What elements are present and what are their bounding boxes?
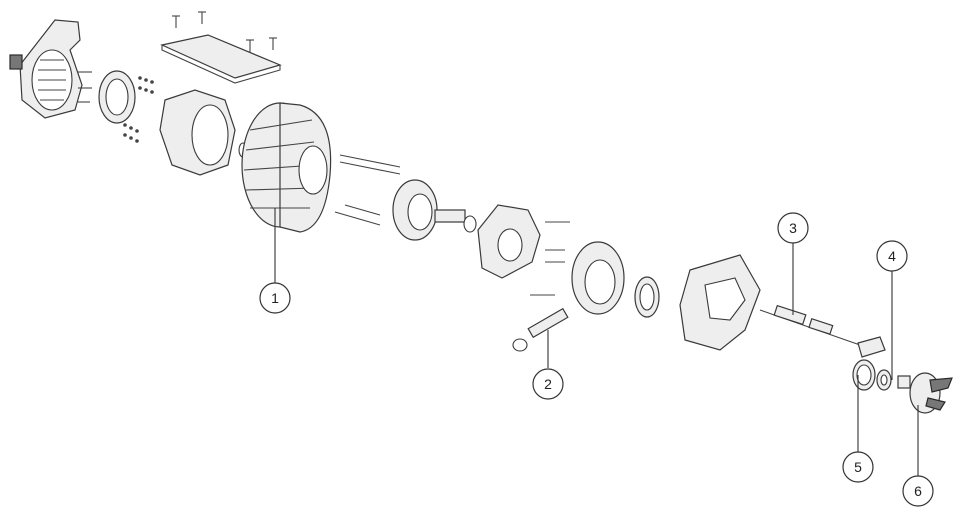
small-gasket (857, 336, 886, 358)
left-screws (78, 71, 92, 103)
right-housing (679, 254, 761, 351)
washer (876, 369, 892, 391)
callout-3: 3 (777, 212, 809, 244)
callout-2: 2 (532, 368, 564, 400)
callout-5-label: 5 (854, 459, 862, 475)
pinion-gear (392, 179, 477, 241)
leader-lines (274, 208, 919, 476)
callout-4-label: 4 (888, 248, 896, 264)
valve-rod-assembly (512, 307, 569, 352)
callout-1: 1 (259, 282, 291, 314)
stator-housing (159, 89, 236, 176)
plate-screws (172, 11, 277, 52)
callout-6: 6 (902, 475, 934, 507)
end-bearing (634, 276, 660, 318)
top-cover-plate (160, 34, 282, 84)
callout-1-label: 1 (271, 290, 279, 306)
end-plate (571, 241, 625, 315)
ribbed-rotor-drum (241, 102, 332, 233)
left-end-housing (9, 19, 83, 119)
central-carrier (477, 204, 541, 279)
bearing-seal-ring (98, 70, 136, 124)
callout-2-label: 2 (544, 376, 552, 392)
carrier-screws (530, 221, 570, 296)
end-cap-knob (897, 372, 953, 414)
callout-5: 5 (842, 451, 874, 483)
bolt-dots-upper (123, 76, 154, 143)
callout-3-label: 3 (789, 220, 797, 236)
shaft-assembly (759, 304, 861, 346)
retaining-ring (852, 359, 876, 391)
callout-6-label: 6 (914, 483, 922, 499)
long-bolts (334, 154, 401, 226)
callout-4: 4 (876, 240, 908, 272)
